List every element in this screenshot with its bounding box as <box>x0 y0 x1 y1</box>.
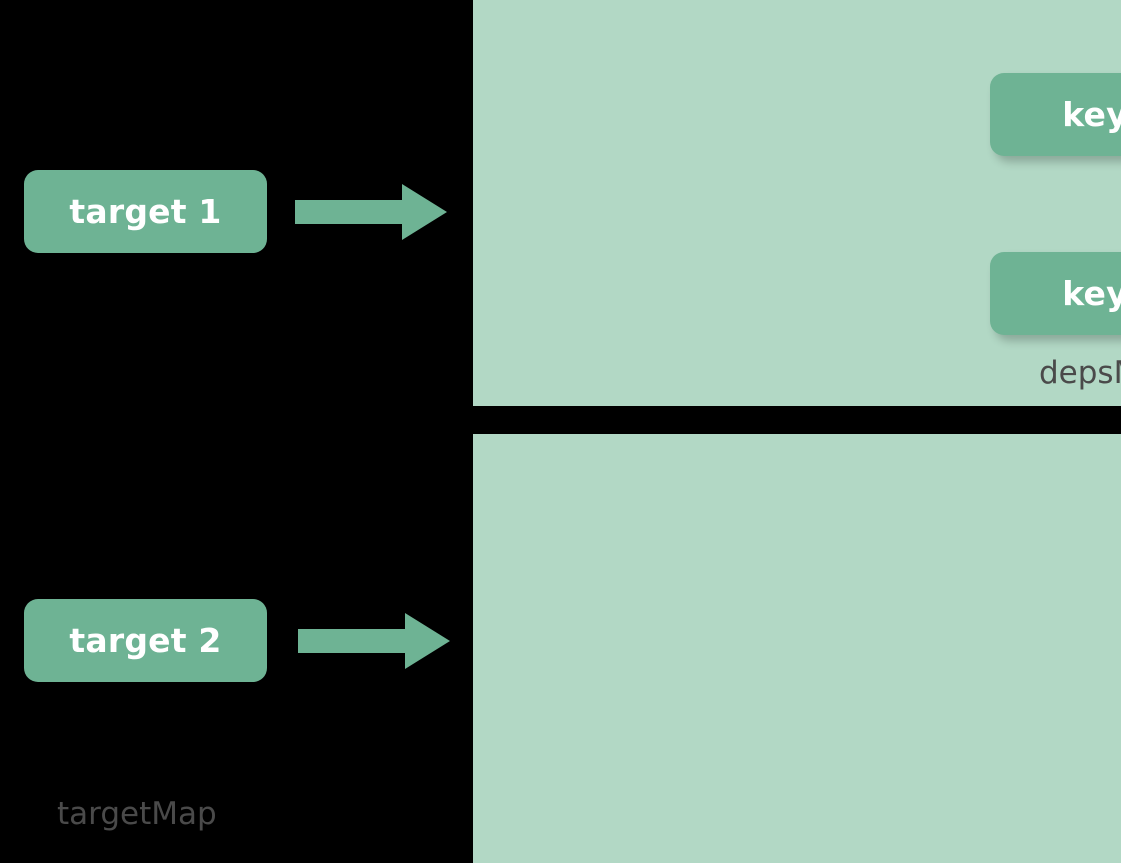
target-box-1[interactable]: target 1 <box>24 170 267 253</box>
deps-map-panel-bottom: key 1 key 2 effect 1 effect 2 ••• effect… <box>473 434 1121 863</box>
caption-target-map: targetMap <box>57 796 217 832</box>
caption-deps-map-top: depsMap <box>1039 355 1121 391</box>
key-box-label: key 1 <box>1062 95 1121 134</box>
target-box-label: target 1 <box>69 192 222 231</box>
target-box-2[interactable]: target 2 <box>24 599 267 682</box>
block-arrow-right-icon <box>295 184 447 240</box>
key-box-label: key 2 <box>1062 274 1121 313</box>
block-arrow-right-icon <box>298 613 450 669</box>
deps-map-panel-top: key 1 key 2 effect 1 effect 2 ••• effect… <box>473 0 1121 406</box>
target-box-label: target 2 <box>69 621 222 660</box>
key-box-top-2[interactable]: key 2 <box>990 252 1121 335</box>
key-box-top-1[interactable]: key 1 <box>990 73 1121 156</box>
